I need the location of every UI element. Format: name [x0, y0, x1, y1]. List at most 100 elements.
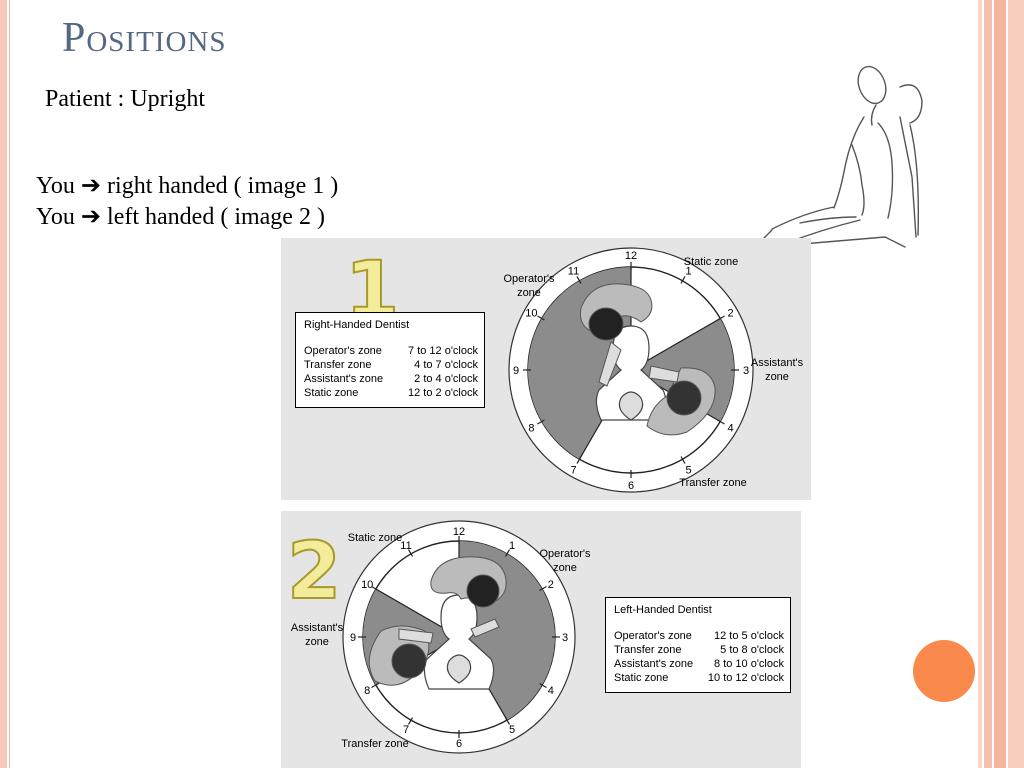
legend-row: Static zone 10 to 12 o'clock — [614, 672, 784, 686]
clock-hour-6: 6 — [628, 480, 634, 492]
clock-tick — [576, 276, 582, 284]
clock-tick — [407, 549, 414, 557]
static-zone-label: Static zone — [684, 256, 738, 268]
clock-tick — [504, 549, 511, 557]
legend-row: Assistant's zone 8 to 10 o'clock — [614, 658, 784, 672]
legend-title: Left-Handed Dentist — [614, 604, 712, 616]
legend-row: Static zone 12 to 2 o'clock — [304, 387, 478, 401]
clock-hour-4: 4 — [728, 423, 734, 435]
slide-title: Positions — [62, 15, 227, 61]
clock-hour-10: 10 — [361, 579, 373, 591]
patient-chair-illustration — [763, 65, 923, 249]
clock-tick — [537, 315, 545, 321]
zone-hours: 5 to 8 o'clock — [720, 644, 784, 656]
clock-hour-6: 6 — [456, 738, 462, 750]
zone-name: Static zone — [304, 387, 359, 399]
legend-title: Right-Handed Dentist — [304, 319, 410, 331]
zone-name: Assistant's zone — [614, 658, 694, 670]
zone-hours: 7 to 12 o'clock — [408, 345, 478, 357]
transfer-zone-label: Transfer zone — [679, 477, 746, 489]
clock-hour-5: 5 — [509, 724, 515, 736]
clock-tick — [371, 682, 379, 689]
clock-hour-9: 9 — [350, 632, 356, 644]
clock-hour-1: 1 — [509, 540, 515, 552]
clock-hour-12: 12 — [625, 250, 637, 262]
legend-left-handed: Left-Handed Dentist Operator's zone 12 to… — [605, 597, 791, 693]
zone-name: Transfer zone — [304, 359, 372, 371]
clock-hour-8: 8 — [528, 423, 534, 435]
operator-zone-label-2: zone — [517, 287, 541, 299]
clock-hour-3: 3 — [743, 365, 749, 377]
left-frame-line — [9, 0, 10, 768]
zone-hours: 2 to 4 o'clock — [414, 373, 478, 385]
assistant-zone-label: Assistant's — [751, 357, 804, 369]
zone-name: Static zone — [614, 672, 669, 684]
clock-tick — [504, 717, 511, 725]
assistant-figure — [368, 625, 434, 686]
zone-name: Assistant's zone — [304, 373, 384, 385]
clock-hour-10: 10 — [525, 308, 537, 320]
left-frame-bar — [0, 0, 7, 768]
static-zone-label: Static zone — [348, 532, 402, 544]
legend-row: Operator's zone 7 to 12 o'clock — [304, 345, 478, 359]
assistant-zone-label-2: zone — [305, 636, 329, 648]
assistant-zone-label-2: zone — [765, 371, 789, 383]
clock-tick — [680, 276, 686, 284]
zone-hours: 12 to 5 o'clock — [714, 630, 784, 642]
transfer-zone-label: Transfer zone — [341, 738, 408, 750]
operator-figure — [430, 556, 507, 638]
clock-tick — [371, 585, 379, 592]
clock-tick — [576, 456, 582, 464]
clock-tick — [537, 419, 545, 425]
zone-hours: 10 to 12 o'clock — [707, 672, 784, 684]
clock-tick — [717, 419, 725, 425]
patient-position-text: Patient : Upright — [45, 86, 205, 112]
legend-row: Operator's zone 12 to 5 o'clock — [614, 630, 784, 644]
legend-row: Transfer zone 5 to 8 o'clock — [614, 644, 784, 658]
clock-hour-3: 3 — [562, 632, 568, 644]
zone-hours: 12 to 2 o'clock — [408, 387, 478, 399]
clock-hour-7: 7 — [570, 465, 576, 477]
clock-hour-7: 7 — [403, 724, 409, 736]
legend-right-handed: Right-Handed Dentist Operator's zone 7 to… — [295, 312, 485, 408]
clock-hour-1: 1 — [685, 265, 691, 277]
operator-figure — [579, 283, 653, 387]
zone-name: Operator's zone — [304, 345, 382, 357]
assistant-figure — [646, 365, 716, 436]
diagram-right-handed-panel: 1 Right-Handed Dentist Operator's zone 7 … — [281, 238, 811, 500]
right-frame-stripes — [978, 0, 1024, 768]
clock-tick — [539, 682, 547, 689]
legend-row: Assistant's zone 2 to 4 o'clock — [304, 373, 478, 387]
zone-hours: 4 to 7 o'clock — [414, 359, 478, 371]
operator-zone-label: Operator's — [539, 548, 591, 560]
legend-row: Transfer zone 4 to 7 o'clock — [304, 359, 478, 373]
clock-tick — [539, 585, 547, 592]
clock-hour-11: 11 — [568, 265, 579, 277]
image-number-2: 2 — [286, 527, 342, 617]
zone-name: Operator's zone — [614, 630, 692, 642]
clock-hour-5: 5 — [685, 465, 691, 477]
operator-zone-label-2: zone — [553, 562, 577, 574]
clock-hour-9: 9 — [513, 365, 519, 377]
operator-zone-label: Operator's — [503, 273, 555, 285]
clock-hour-2: 2 — [728, 308, 734, 320]
right-handed-text: You ➔ right handed ( image 1 ) — [36, 173, 339, 199]
clock-hour-12: 12 — [453, 526, 465, 538]
diagram-left-handed-panel: 2 Left-Handed Dentist Operator's zone 12 … — [281, 511, 801, 768]
clock-tick — [680, 456, 686, 464]
accent-circle — [913, 640, 975, 702]
clock-tick — [407, 717, 414, 725]
assistant-zone-label: Assistant's — [291, 622, 344, 634]
left-handed-text: You ➔ left handed ( image 2 ) — [36, 204, 325, 230]
zone-name: Transfer zone — [614, 644, 682, 656]
clock-hour-8: 8 — [364, 685, 370, 697]
clock-hour-2: 2 — [548, 579, 554, 591]
zone-hours: 8 to 10 o'clock — [714, 658, 784, 670]
clock-tick — [717, 315, 725, 321]
clock-hour-11: 11 — [400, 540, 411, 552]
clock-hour-4: 4 — [548, 685, 554, 697]
